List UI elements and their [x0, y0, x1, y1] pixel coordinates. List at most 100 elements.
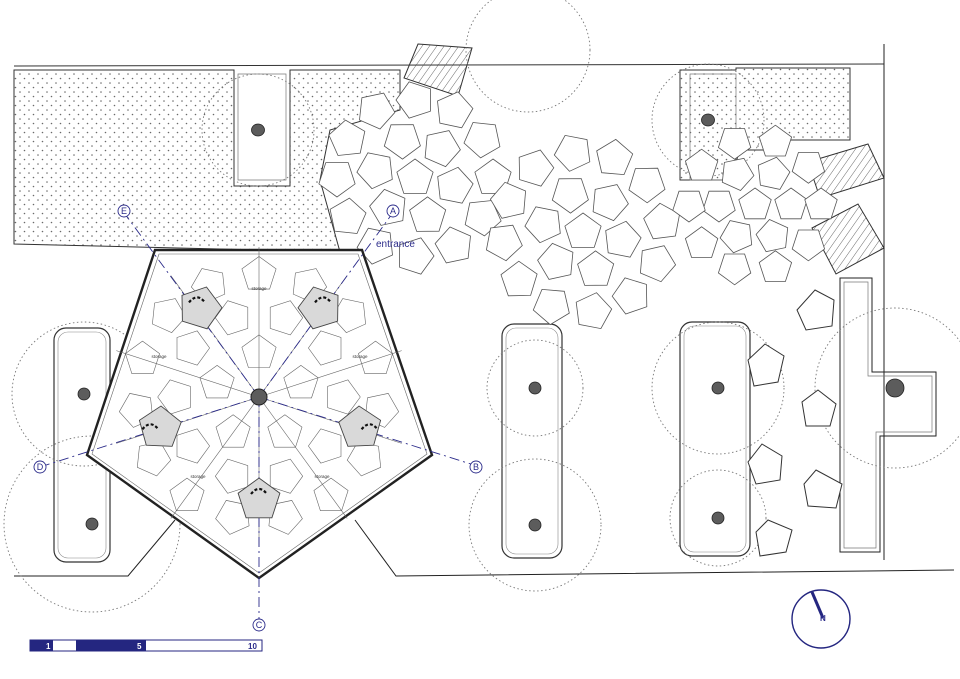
pavilion-cell: [327, 379, 361, 415]
cluster-cell: [524, 206, 561, 244]
cluster-cell: [717, 128, 752, 160]
cluster-cell: [684, 226, 719, 258]
axis-label-d: D: [37, 462, 44, 472]
north-label: N: [820, 614, 826, 623]
entrance-label: entrance: [376, 239, 415, 250]
cluster-cell: [804, 187, 838, 220]
stairs: [403, 43, 885, 275]
pavilion-cell: [269, 458, 304, 494]
cluster-cell: [577, 250, 615, 286]
cluster-cell: [721, 157, 755, 191]
cluster-cell: [489, 181, 527, 219]
pavilion-cell: [136, 441, 172, 477]
tree-icon: [885, 378, 905, 398]
tree-icon: [528, 381, 542, 395]
tree-icon: [711, 381, 725, 395]
seating-pod: [181, 286, 223, 330]
stepping-stones: [747, 289, 843, 557]
cluster-cell: [575, 292, 613, 330]
storage-label: storage: [352, 354, 368, 359]
cluster-cell: [474, 158, 512, 194]
cluster-cell: [758, 124, 793, 157]
cluster-cell: [318, 162, 356, 198]
axis-label-e: E: [121, 206, 127, 216]
axis-label-a: A: [390, 206, 396, 216]
storage-labels: storage storage storage storage storage: [151, 286, 368, 479]
axis-markers: [33, 204, 483, 632]
cluster-cell: [464, 200, 502, 237]
cluster-cell: [596, 138, 634, 176]
axis-labels: A B C D E: [37, 206, 479, 630]
pavilion-division-line: [258, 396, 348, 519]
scale-tick-10: 10: [248, 642, 257, 651]
tree-icon: [701, 113, 715, 127]
tree-icon: [85, 517, 99, 531]
pavilion-cell: [364, 393, 400, 428]
seating-pod: [338, 405, 382, 447]
tree-trunks: [77, 113, 905, 532]
seating-pod: [297, 286, 339, 330]
pavilion-cell: [308, 330, 342, 366]
pavilion-division-line: [116, 350, 260, 398]
cluster-cell: [755, 219, 789, 253]
cluster-cell: [757, 156, 791, 190]
pavilion-outline: [85, 248, 434, 580]
pavilion-division-line: [170, 396, 260, 519]
pod-seat-arc: [250, 487, 268, 495]
scale-tick-5: 5: [137, 642, 142, 651]
cluster-cell: [434, 226, 471, 264]
tree-icon: [77, 387, 91, 401]
pavilion-cell: [152, 298, 187, 333]
tree-icon: [251, 123, 265, 137]
pod-seat-arc: [188, 296, 206, 304]
cluster-cell: [611, 277, 648, 315]
cluster-cell: [395, 81, 431, 119]
cluster-cell: [553, 134, 591, 172]
scale-tick-1: 1: [46, 642, 51, 651]
cluster-cell: [738, 187, 772, 220]
cluster-cell: [532, 288, 570, 326]
pod-seat-arc: [314, 296, 332, 304]
storage-label: storage: [190, 474, 206, 479]
cluster-cell: [758, 250, 793, 282]
central-column: [250, 388, 268, 406]
cluster-cell: [396, 158, 434, 194]
storage-label: storage: [314, 474, 330, 479]
pavilion-division-line: [258, 350, 402, 398]
cluster-cell: [719, 220, 753, 254]
pavilion-cell: [269, 300, 304, 336]
cluster-cell: [399, 237, 435, 275]
pavilion-cell: [176, 330, 210, 366]
cluster-cell: [437, 166, 474, 204]
cluster-cell: [702, 190, 736, 223]
tree-canopies: [3, 0, 960, 613]
pod-seat-arc: [141, 423, 160, 431]
pavilion-cell: [331, 298, 366, 333]
cluster-cell: [424, 130, 461, 168]
cluster-cell: [684, 148, 719, 181]
storage-label: storage: [151, 354, 167, 359]
cluster-cell: [328, 119, 366, 156]
pod-seat-arc: [360, 423, 379, 431]
cluster-cell: [717, 253, 752, 286]
pavilion-cell: [346, 441, 382, 477]
cluster-cell: [463, 122, 501, 159]
cluster-cell: [537, 242, 574, 280]
cluster-cell: [409, 196, 447, 232]
pavilion-cell: [176, 428, 210, 464]
main-pavilion: [85, 247, 434, 580]
tree-icon: [528, 518, 542, 532]
axis-label-b: B: [473, 462, 479, 472]
cluster-cell: [437, 91, 474, 129]
planter-middle: [501, 323, 563, 559]
cluster-cell: [356, 152, 393, 190]
seating-pod: [138, 405, 182, 447]
north-arrow-icon: N: [791, 589, 851, 649]
pavilion-cell: [268, 500, 303, 535]
scale-bar: 1 5 10: [29, 639, 263, 652]
cluster-cell: [518, 149, 555, 187]
planted-area: [13, 63, 885, 253]
pavilion-cell: [292, 268, 328, 304]
cluster-cell: [639, 245, 677, 283]
